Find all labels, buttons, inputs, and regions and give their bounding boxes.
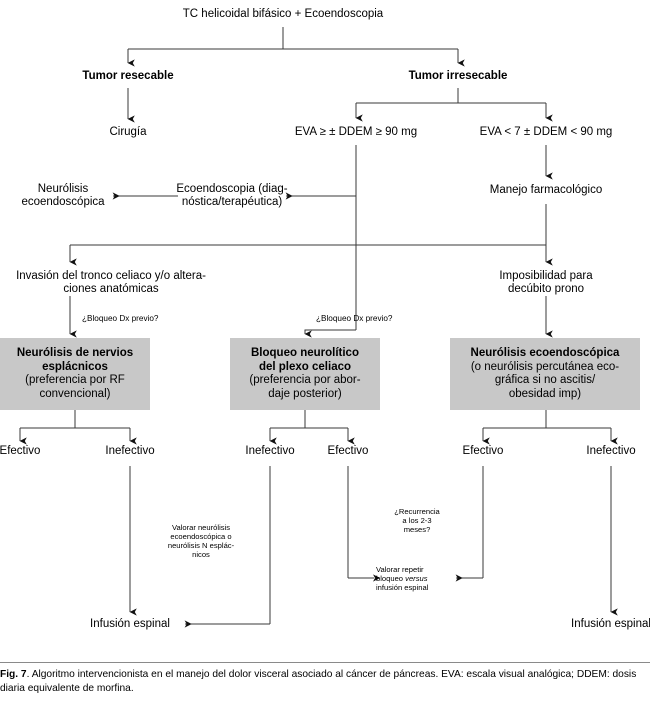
annotation-valorar-repetir-l2a: bloqueo	[376, 574, 406, 583]
box-esplacnicos-subtitle: (preferencia por RF convencional)	[25, 374, 125, 400]
annotation-valorar-repetir: Valorar repetir bloqueo versus infusión …	[376, 565, 466, 592]
caption-rule	[0, 662, 650, 663]
box-esplacnicos[interactable]: Neurólisis de nervios esplácnicos(prefer…	[0, 338, 150, 410]
node-imposibilidad-decubito: Imposibilidad para decúbito prono	[499, 270, 593, 295]
node-tumor-resecable: Tumor resecable	[82, 70, 174, 82]
node-eva-alta: EVA ≥ ± DDEM ≥ 90 mg	[294, 126, 418, 138]
box-ecoendoscopica-subtitle: (o neurólisis percutánea eco- gráfica si…	[470, 360, 620, 400]
figure-caption: Fig. 7. Algoritmo intervencionista en el…	[0, 662, 650, 695]
node-root: TC helicoidal bifásico + Ecoendoscopia	[182, 8, 384, 20]
node-infusion-espinal-right: Infusión espinal	[571, 618, 650, 630]
outcome-mid-efectivo: Efectivo	[327, 445, 369, 457]
flowchart-diagram: TC helicoidal bifásico + Ecoendoscopia T…	[0, 8, 650, 630]
node-manejo-farmacologico: Manejo farmacológico	[489, 184, 603, 196]
node-infusion-espinal-left: Infusión espinal	[90, 618, 170, 630]
box-ecoendoscopica-title: Neurólisis ecoendoscópica	[470, 347, 620, 359]
node-neurolisis-ecoendoscopica: Neurólisis ecoendoscópica	[21, 183, 105, 208]
box-plexo-celiaco-title: Bloqueo neurolítico del plexo celiaco	[251, 347, 359, 373]
label-bloqueo-dx-previo-mid: ¿Bloqueo Dx previo?	[316, 314, 393, 323]
label-bloqueo-dx-previo-left: ¿Bloqueo Dx previo?	[82, 314, 159, 323]
connector-lines-layer	[19, 27, 618, 628]
annotation-valorar-neurolisis: Valorar neurólisis ecoendoscópica o neur…	[167, 523, 235, 559]
outcome-left-inefectivo: Inefectivo	[105, 445, 155, 457]
node-eva-baja: EVA < 7 ± DDEM < 90 mg	[479, 126, 613, 138]
outcome-right-inefectivo: Inefectivo	[586, 445, 636, 457]
box-plexo-celiaco-subtitle: (preferencia por abor- daje posterior)	[249, 374, 361, 400]
outcome-left-efectivo: Efectivo	[0, 445, 41, 457]
annotation-recurrencia: ¿Recurrencia a los 2-3 meses?	[394, 507, 440, 534]
outcome-right-efectivo: Efectivo	[462, 445, 504, 457]
figure-caption-text: . Algoritmo intervencionista en el manej…	[0, 669, 637, 694]
box-plexo-celiaco[interactable]: Bloqueo neurolítico del plexo celiaco(pr…	[230, 338, 380, 410]
node-cirugia: Cirugía	[109, 126, 147, 138]
annotation-valorar-repetir-l3: infusión espinal	[376, 583, 429, 592]
node-tumor-irresecable: Tumor irresecable	[408, 70, 508, 82]
annotation-versus-italic: versus	[405, 574, 428, 583]
node-ecoendoscopia: Ecoendoscopia (diag- nóstica/terapéutica…	[176, 183, 288, 208]
figure-label: Fig. 7	[0, 669, 27, 680]
node-invasion-tronco-celiaco: Invasión del tronco celiaco y/o altera- …	[16, 270, 206, 295]
annotation-valorar-repetir-l1: Valorar repetir	[376, 565, 424, 574]
outcome-mid-inefectivo: Inefectivo	[245, 445, 295, 457]
box-esplacnicos-title: Neurólisis de nervios esplácnicos	[16, 347, 134, 373]
box-ecoendoscopica[interactable]: Neurólisis ecoendoscópica(o neurólisis p…	[450, 338, 640, 410]
